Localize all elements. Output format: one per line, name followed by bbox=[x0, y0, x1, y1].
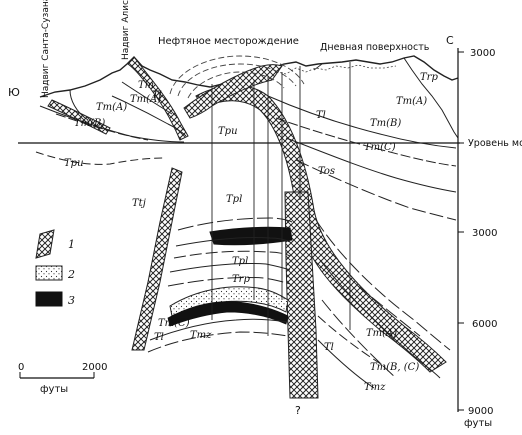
depth-tick-3000-up: 3000 bbox=[470, 48, 495, 59]
label-oilfield: Нефтяное месторождение bbox=[158, 36, 299, 47]
label-aliso: Надвиг Алисо bbox=[121, 0, 131, 60]
right-strata-dashed bbox=[357, 285, 421, 337]
depth-tick-6000: 6000 bbox=[472, 319, 497, 330]
unit-trp-top: Trp bbox=[420, 72, 438, 83]
surface-pointer bbox=[313, 63, 323, 71]
unit-tpl-upper: Tpl bbox=[226, 194, 242, 205]
depth-tick-3000: 3000 bbox=[472, 228, 497, 239]
label-south: Ю bbox=[8, 86, 20, 99]
unit-tm-bc-right: Tm(B, (C) bbox=[370, 362, 419, 373]
unit-trp-lower: Trp bbox=[232, 274, 250, 285]
unit-tm-c-top: Tm(C) bbox=[364, 142, 396, 153]
unit-tl-right: Tl bbox=[324, 342, 334, 353]
depth-unit: футы bbox=[464, 418, 492, 429]
unit-tm-b-left: Tm(B) bbox=[74, 118, 105, 129]
unit-tl-lower: Tl bbox=[154, 332, 164, 343]
unit-tm-a-hill: Tm(A) bbox=[130, 94, 161, 105]
legend-number-2: 2 bbox=[67, 268, 75, 281]
label-question: ? bbox=[295, 404, 301, 417]
surface-fault-band bbox=[183, 64, 283, 119]
depth-ticks bbox=[458, 51, 464, 411]
oil-lens-black bbox=[209, 226, 293, 246]
unit-tm-a-left: Tm(A) bbox=[96, 102, 127, 113]
scale-start: 0 bbox=[18, 362, 24, 373]
unit-tm-a-top: Tm(A) bbox=[396, 96, 427, 107]
legend: 1 2 3 bbox=[35, 229, 75, 307]
unit-tpu-center: Tpu bbox=[218, 126, 238, 137]
santa-susana-thrust-line bbox=[69, 89, 89, 121]
label-santa-susana: Надвиг Санта-Сузана bbox=[41, 0, 51, 98]
aliso-thrust-band bbox=[127, 56, 189, 141]
unit-tpl-lower: Tpl bbox=[232, 256, 248, 267]
horizontal-scale-bar: 0 2000 футы bbox=[18, 362, 107, 395]
anticline-fault-zone bbox=[195, 85, 447, 373]
unit-tm-b-top: Tm(B) bbox=[370, 118, 401, 129]
unit-tmz-right: Tmz bbox=[364, 382, 386, 393]
unit-tm-small: Tm bbox=[138, 80, 154, 91]
label-sea-level: Уровень моря bbox=[468, 138, 522, 149]
legend-item-dots: 2 bbox=[35, 265, 75, 281]
unit-tl-top: Tl bbox=[316, 110, 326, 121]
surface-shading bbox=[247, 64, 397, 81]
label-north: С bbox=[446, 34, 454, 47]
scale-end: 2000 bbox=[82, 362, 107, 373]
unit-tpu-left: Tpu bbox=[64, 158, 84, 169]
unit-tos: Tos bbox=[318, 166, 335, 177]
oilfield-projection bbox=[169, 55, 305, 99]
unit-tm-a-right: Tm(A) bbox=[366, 328, 397, 339]
unit-tm-c-lower: Tm(C) bbox=[158, 318, 190, 329]
trp-hill-boundary bbox=[403, 57, 459, 139]
label-surface-line: Дневная поверхность bbox=[320, 42, 430, 53]
label-surface: Дневная поверхность bbox=[320, 42, 430, 53]
well-lines bbox=[211, 62, 351, 336]
scale-unit: футы bbox=[40, 384, 68, 395]
legend-number-3: 3 bbox=[68, 294, 75, 307]
depth-tick-9000: 9000 bbox=[468, 406, 493, 417]
unit-tl-small: Tl bbox=[152, 90, 162, 101]
strata-lines bbox=[35, 81, 457, 389]
unit-tmz-left: Tmz bbox=[190, 330, 212, 341]
legend-number-1: 1 bbox=[68, 238, 75, 251]
legend-item-hatch: 1 bbox=[35, 229, 75, 259]
left-thrust-band bbox=[131, 167, 183, 351]
formation-labels: Trp Tm(A) Tm(B) Tm(C) Tl Tpu Tos Tpu Tm(… bbox=[64, 72, 438, 393]
legend-item-solid: 3 bbox=[35, 291, 75, 307]
unit-ttj: Ttj bbox=[132, 198, 146, 209]
lower-black-band bbox=[167, 301, 289, 327]
vertical-fault-column bbox=[284, 191, 319, 399]
